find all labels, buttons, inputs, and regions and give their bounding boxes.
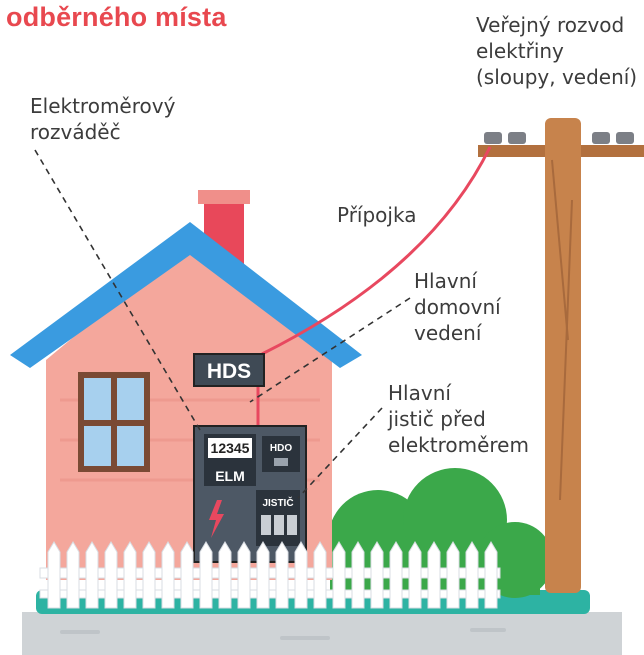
fence-picket — [199, 541, 213, 609]
fence-picket — [123, 541, 137, 609]
fence-picket — [332, 541, 346, 609]
fence-picket — [237, 541, 251, 609]
fence-picket — [465, 541, 479, 609]
fence-picket — [484, 541, 498, 609]
fence-picket — [142, 541, 156, 609]
label-service-line: Přípojka — [337, 203, 417, 227]
fence-picket — [85, 541, 99, 609]
fence-picket — [294, 541, 308, 609]
fence-picket — [427, 541, 441, 609]
hds-label: HDS — [207, 360, 251, 383]
road-mark — [470, 628, 506, 632]
fence-picket — [370, 541, 384, 609]
fence-picket — [47, 541, 61, 609]
leader-lines — [34, 149, 411, 499]
label-public-grid: Veřejný rozvod elektřiny (sloupy, vedení… — [476, 13, 638, 89]
label-main-breaker: Hlavní jistič před elektroměrem — [388, 381, 529, 457]
fence-picket — [256, 541, 270, 609]
road — [22, 612, 622, 655]
leader-main-house-line — [249, 297, 411, 403]
fence-picket — [218, 541, 232, 609]
fence-picket — [275, 541, 289, 609]
breaker-label: JISTIČ — [262, 496, 293, 509]
meter-cabinet: 12345 ELM HDO JISTIČ — [193, 425, 307, 563]
label-meter-cabinet: Elektroměrový rozváděč — [30, 94, 176, 144]
window — [78, 372, 150, 472]
fence-picket — [313, 541, 327, 609]
chimney-cap — [198, 190, 250, 204]
fence-picket — [180, 541, 194, 609]
picket-fence — [39, 541, 501, 609]
lightning-icon — [209, 500, 224, 538]
roof — [10, 222, 362, 368]
page-title: odběrného místa — [6, 2, 227, 32]
label-main-house-line: Hlavní domovní vedení — [414, 269, 501, 345]
road-mark — [60, 630, 100, 634]
elm-label: ELM — [215, 468, 245, 484]
hdo-label: HDO — [270, 443, 292, 454]
fence-picket — [66, 541, 80, 609]
utility-pole — [478, 118, 644, 593]
fence-picket — [161, 541, 175, 609]
fence-picket — [389, 541, 403, 609]
fence-picket — [104, 541, 118, 609]
meter-reading: 12345 — [211, 440, 250, 456]
hds-box — [193, 353, 265, 387]
fence-picket — [446, 541, 460, 609]
service-line-wire — [261, 146, 492, 356]
fence-picket — [408, 541, 422, 609]
fence-picket — [351, 541, 365, 609]
road-mark — [280, 636, 330, 640]
leader-main-breaker — [297, 407, 383, 499]
